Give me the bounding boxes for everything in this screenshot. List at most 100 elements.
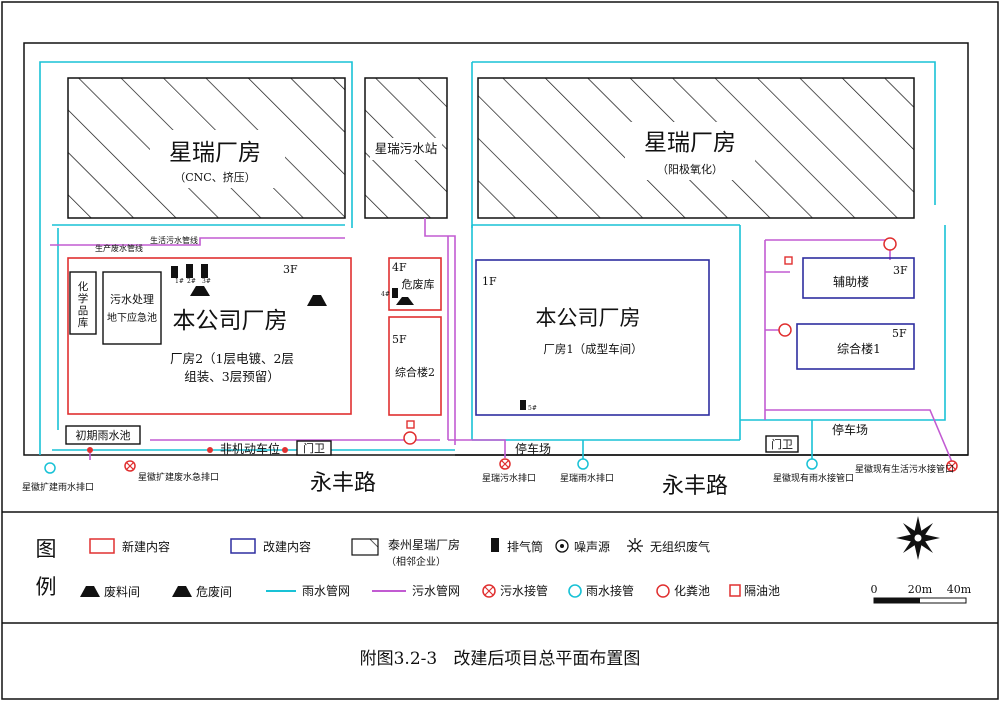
legend-rain-pipe-label: 雨水管网 [302, 583, 350, 598]
stack-no-3: 3# [202, 278, 211, 285]
sewage-pipe-network [50, 218, 953, 463]
label-bg [150, 130, 285, 188]
rain-pipe-network [39, 61, 946, 460]
compass-icon [896, 516, 940, 560]
exhaust-stack-3-icon [201, 264, 208, 278]
legend-title-2: 例 [36, 575, 57, 599]
rain-joint-icon [568, 584, 582, 598]
legend-fugitive-label: 无组织废气 [650, 539, 710, 554]
hazard-room-icon [172, 586, 192, 597]
xingrui-plant-1-title: 星瑞厂房 [169, 140, 261, 166]
sewage-treatment-label-1: 污水处理 [110, 293, 154, 306]
initial-rain-pool-label: 初期雨水池 [76, 428, 131, 442]
inner-boxes [65, 271, 799, 456]
waste-rooms [190, 286, 414, 306]
rain-joint-icon [577, 458, 589, 470]
hazard-room-icon [396, 297, 414, 305]
company-plant-2-title: 本公司厂房 [173, 308, 288, 334]
motor-parking-label: 非机动车位 [220, 441, 280, 456]
company-plant-2-floors: 3F [283, 263, 298, 276]
hazard-storage-floors: 4F [392, 261, 407, 274]
scale-mid: 20m [908, 583, 933, 596]
stack-no-2: 2# [187, 278, 196, 285]
outlet-xingrui-rain-label: 星瑞雨水排口 [560, 472, 614, 484]
label-bg [625, 122, 755, 180]
septic-tank-icon [403, 431, 417, 445]
legend-new-label: 新建内容 [122, 539, 170, 554]
oil-trap-icon [784, 256, 793, 265]
legend-exhaust-label: 排气筒 [507, 539, 543, 554]
legend-rebuild-label: 改建内容 [263, 539, 311, 554]
rain-joint-icon [44, 462, 56, 474]
label-bg [370, 138, 442, 160]
legend-sewage-joint-label: 污水接管 [500, 583, 548, 598]
legend-new-swatch [89, 538, 115, 554]
outlet-waste-emergency-label: 星徽扩建废水急排口 [138, 471, 219, 483]
exhaust-icon [491, 538, 499, 552]
process-waste-pipe-label: 生产废水管线 [95, 243, 143, 253]
rebuild-content-outlines [475, 257, 915, 416]
exhaust-stacks [171, 264, 526, 410]
domestic-sewage-pipe-label: 生活污水管线 [150, 235, 198, 245]
legend-neighbor-swatch [351, 538, 379, 556]
septic-tank-icon [778, 323, 792, 337]
rain-joint-icon [806, 458, 818, 470]
xingrui-plant-1-sub: （CNC、挤压） [174, 170, 255, 184]
pipe-joints [44, 237, 958, 474]
parking-1-label: 停车场 [515, 441, 551, 456]
septic-tank-icon [282, 447, 288, 453]
legend-noise-label: 噪声源 [574, 540, 610, 554]
waste-room-icon [307, 295, 327, 306]
sewage-treatment-label-2: 地下应急池 [107, 311, 157, 324]
oil-trap-icon [729, 584, 741, 597]
legend-neighbor-label: 泰州星瑞厂房 [388, 537, 460, 552]
stack-no-1: 1# [175, 278, 184, 285]
company-plant-1-floors: 1F [482, 275, 497, 288]
company-plant-1-title: 本公司厂房 [536, 306, 641, 330]
company-plant-2-desc-2: 组装、3层预留） [184, 369, 279, 384]
guard-1-label: 门卫 [303, 441, 325, 455]
complex-2-label: 综合楼2 [395, 365, 435, 379]
exhaust-stack-2-icon [186, 264, 193, 278]
outlet-existing-sewage-label: 星徽现有生活污水接管口 [855, 463, 954, 475]
septic-tank-icon [207, 447, 213, 453]
legend-hazard-room-label: 危废间 [196, 584, 232, 599]
outlet-rain-extend-label: 星徽扩建雨水排口 [22, 481, 94, 493]
outlet-xingrui-sewage-label: 星瑞污水排口 [482, 472, 536, 484]
septic-tank-icon [87, 447, 93, 453]
aux-building-floors: 3F [893, 264, 908, 277]
xingrui-sewage-station-label: 星瑞污水站 [375, 141, 438, 156]
xingrui-plant-2-title: 星瑞厂房 [644, 130, 736, 156]
xingrui-plant-2-sub: （阳极氧化） [657, 162, 723, 176]
scale-bar [873, 597, 967, 604]
new-content-outlines [67, 257, 442, 416]
complex-2-floors: 5F [392, 333, 407, 346]
complex-1-floors: 5F [892, 327, 907, 340]
fugitive-icon [627, 538, 643, 553]
exhaust-stack-5-icon [520, 400, 526, 410]
complex-1-label: 综合楼1 [837, 341, 881, 356]
scale-end: 40m [947, 583, 972, 596]
figure-caption: 附图3.2-3 改建后项目总平面布置图 [360, 649, 641, 669]
legend-sewage-pipe-label: 污水管网 [412, 583, 460, 598]
hazard-storage-label: 危废库 [402, 277, 435, 291]
oil-trap-icon [406, 420, 415, 429]
outlet-existing-rain-label: 星徽现有雨水接管口 [773, 472, 854, 484]
legend-rain-joint-label: 雨水接管 [586, 583, 634, 598]
exhaust-stack-4-icon [392, 288, 398, 298]
septic-icon [656, 584, 670, 598]
company-plant-1-desc: 厂房1（成型车间） [543, 342, 642, 356]
guard-2-label: 门卫 [771, 437, 793, 451]
scale-zero: 0 [871, 583, 878, 596]
legend-waste-room-label: 废料间 [104, 584, 140, 599]
septic-tank-icon [883, 237, 897, 251]
stack-no-4: 4# [381, 291, 390, 298]
road-label-1: 永丰路 [310, 471, 376, 496]
legend [80, 538, 741, 598]
svg-text:化学品库: 化学品库 [78, 280, 89, 329]
road-label-2: 永丰路 [662, 474, 728, 499]
company-plant-2-desc-1: 厂房2（1层电镀、2层 [170, 351, 294, 366]
aux-building-label: 辅助楼 [833, 274, 869, 289]
